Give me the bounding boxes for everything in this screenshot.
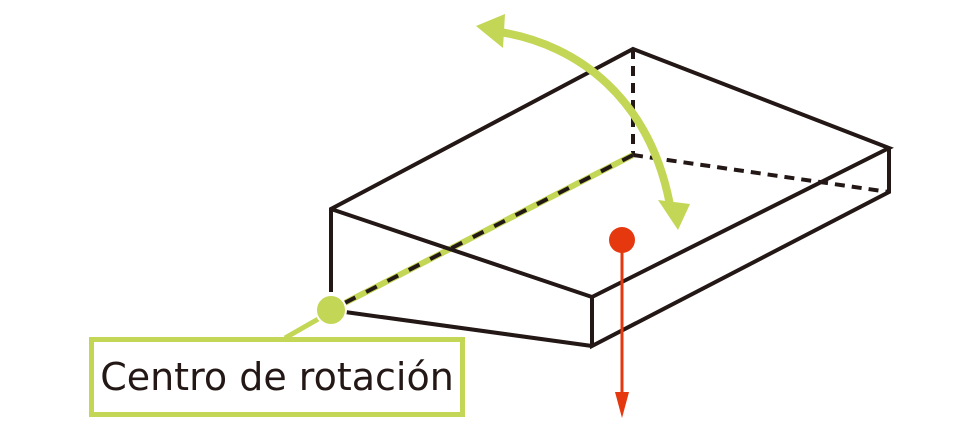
rotation-center-label-text: Centro de rotación — [100, 355, 454, 399]
hidden-edges — [631, 49, 890, 194]
rotation-arrow-icon — [476, 14, 690, 230]
block-edges — [329, 46, 894, 350]
label-leader-line — [283, 315, 322, 341]
center-of-gravity-force — [609, 227, 635, 418]
rotation-center-label: Centro de rotación — [89, 337, 465, 417]
rotation-center-dot — [315, 294, 347, 326]
rotation-axis-dash — [330, 153, 634, 312]
